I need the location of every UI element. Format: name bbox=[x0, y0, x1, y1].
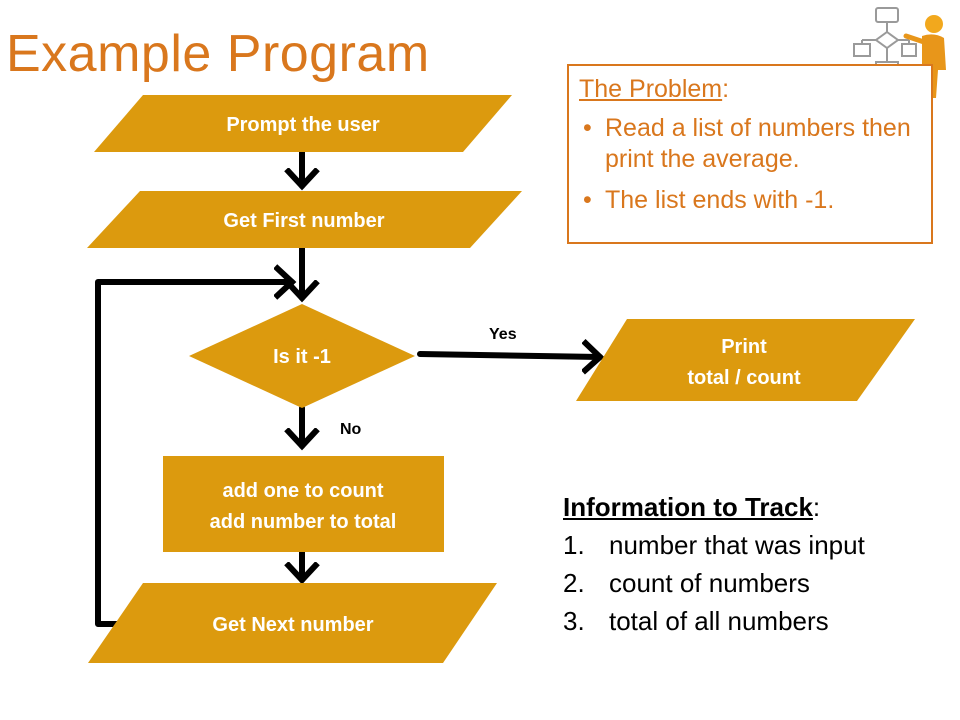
arrow-decision-yes bbox=[417, 354, 600, 357]
yes-label: Yes bbox=[489, 326, 517, 343]
problem-bullet: Read a list of numbers then print the av… bbox=[579, 113, 921, 175]
no-label: No bbox=[340, 421, 362, 438]
process-box bbox=[163, 456, 444, 552]
info-heading: Information to Track: bbox=[563, 492, 821, 522]
prompt-user-shape bbox=[94, 95, 512, 152]
get-first-number-shape bbox=[87, 191, 522, 248]
decision-diamond bbox=[189, 304, 415, 408]
connectors bbox=[95, 149, 600, 627]
slide-title: Example Program bbox=[6, 25, 430, 83]
information-to-track: Information to Track: 1.number that was … bbox=[563, 488, 943, 640]
loop-back-arrow bbox=[95, 282, 292, 627]
get-next-number-label: Get Next number bbox=[212, 614, 373, 636]
problem-bullets: Read a list of numbers then print the av… bbox=[579, 113, 921, 216]
info-item: 2.count of numbers bbox=[563, 568, 810, 598]
print-label-line1: Print bbox=[721, 336, 767, 358]
info-item: 3.total of all numbers bbox=[563, 606, 829, 636]
problem-bullet: The list ends with -1. bbox=[579, 185, 921, 216]
process-label-line1: add one to count bbox=[222, 480, 383, 502]
get-first-number-label: Get First number bbox=[223, 210, 384, 232]
prompt-user-label: Prompt the user bbox=[226, 114, 380, 136]
process-label-line2: add number to total bbox=[210, 511, 397, 533]
print-label-line2: total / count bbox=[687, 367, 801, 389]
problem-box: The Problem: Read a list of numbers then… bbox=[567, 64, 933, 244]
info-list: 1.number that was input 2.count of numbe… bbox=[563, 526, 943, 640]
get-next-number-shape bbox=[88, 583, 497, 663]
decision-label: Is it -1 bbox=[273, 346, 331, 368]
info-item: 1.number that was input bbox=[563, 530, 865, 560]
print-shape bbox=[576, 319, 915, 401]
problem-heading: The Problem: bbox=[579, 75, 730, 103]
